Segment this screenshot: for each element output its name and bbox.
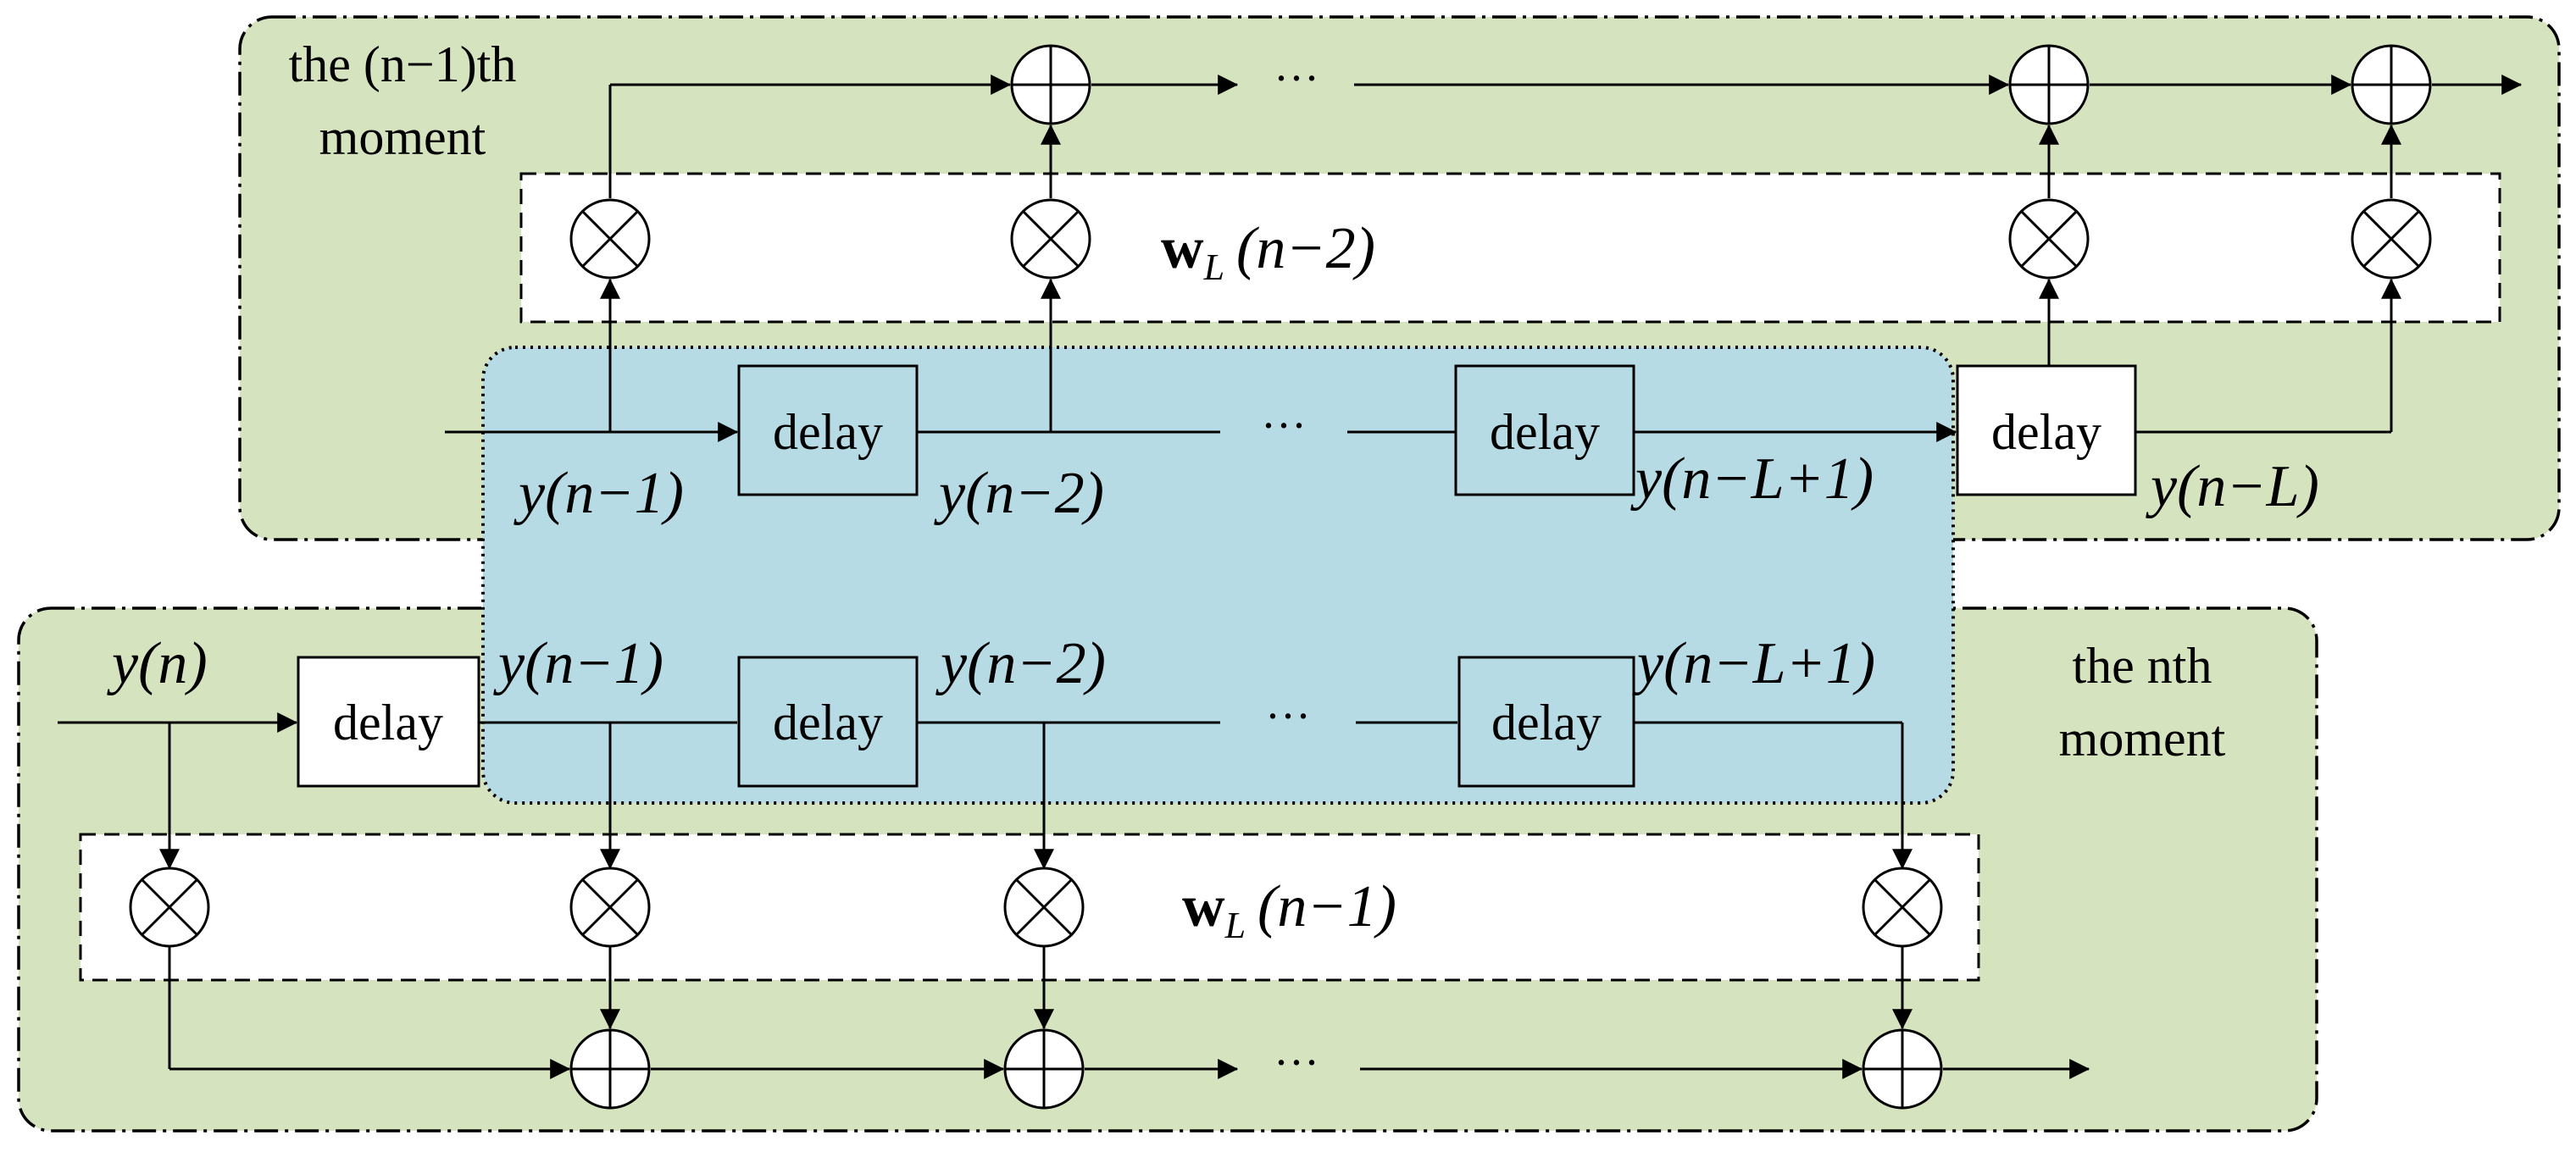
bottom-signal-y-n: y(n) [107, 631, 208, 696]
bottom-delay-2: delay [737, 656, 919, 788]
bottom-delay-ellipsis: ··· [1265, 690, 1311, 741]
top-adder-2 [2008, 44, 2090, 125]
top-delay-2: delay [1454, 364, 1635, 496]
bottom-adder-2 [1003, 1028, 1085, 1110]
top-adder-1 [1010, 44, 1091, 125]
delay-label: delay [773, 695, 883, 750]
bottom-adder-1 [569, 1028, 651, 1110]
top-sum-ellipsis: ··· [1274, 53, 1319, 103]
delay-label: delay [1490, 404, 1600, 460]
prev-moment-label-line2: moment [319, 109, 486, 165]
delay-label: delay [333, 695, 443, 750]
top-multiplier-2 [1010, 198, 1091, 280]
delay-label: delay [1991, 404, 2101, 460]
bottom-delay-3: delay [1457, 656, 1635, 788]
top-delay-3: delay [1956, 364, 2137, 496]
prev-moment-label-line1: the (n−1)th [289, 36, 517, 92]
top-multiplier-4 [2351, 198, 2432, 280]
bottom-multiplier-1 [129, 867, 210, 948]
top-wires [445, 75, 2523, 442]
bottom-multiplier-4 [1862, 867, 1943, 948]
bottom-wires [58, 712, 2090, 1079]
top-delay-ellipsis: ··· [1261, 400, 1307, 451]
top-delay-1: delay [737, 364, 919, 496]
top-signal-y-n-L: y(n−L) [2146, 454, 2319, 519]
top-signal-y-n-1: y(n−1) [514, 461, 684, 526]
bottom-signal-y-n-L-1: y(n−L+1) [1632, 631, 1875, 696]
top-multiplier-1 [569, 198, 651, 280]
top-signal-y-n-L-1: y(n−L+1) [1630, 446, 1874, 512]
curr-moment-label-line1: the nth [2073, 638, 2212, 694]
curr-moment-label-line2: moment [2059, 711, 2226, 767]
bottom-adder-3 [1862, 1028, 1943, 1110]
top-weight-box [519, 172, 2501, 324]
top-signal-y-n-2: y(n−2) [934, 461, 1104, 526]
bottom-sum-ellipsis: ··· [1274, 1037, 1319, 1088]
bottom-weight-label: wL(n−1) [1182, 874, 1396, 946]
delay-label: delay [773, 404, 883, 460]
top-weight-label: wL(n−2) [1161, 216, 1375, 288]
bottom-multiplier-2 [569, 867, 651, 948]
delay-label: delay [1491, 695, 1602, 750]
top-multiplier-3 [2008, 198, 2090, 280]
bottom-signal-y-n-1: y(n−1) [493, 631, 663, 696]
top-adder-3 [2351, 44, 2432, 125]
bottom-multiplier-3 [1003, 867, 1085, 948]
bottom-delay-1: delay [297, 656, 480, 788]
shared-delay-region [481, 346, 1955, 805]
bottom-signal-y-n-2: y(n−2) [935, 631, 1106, 696]
